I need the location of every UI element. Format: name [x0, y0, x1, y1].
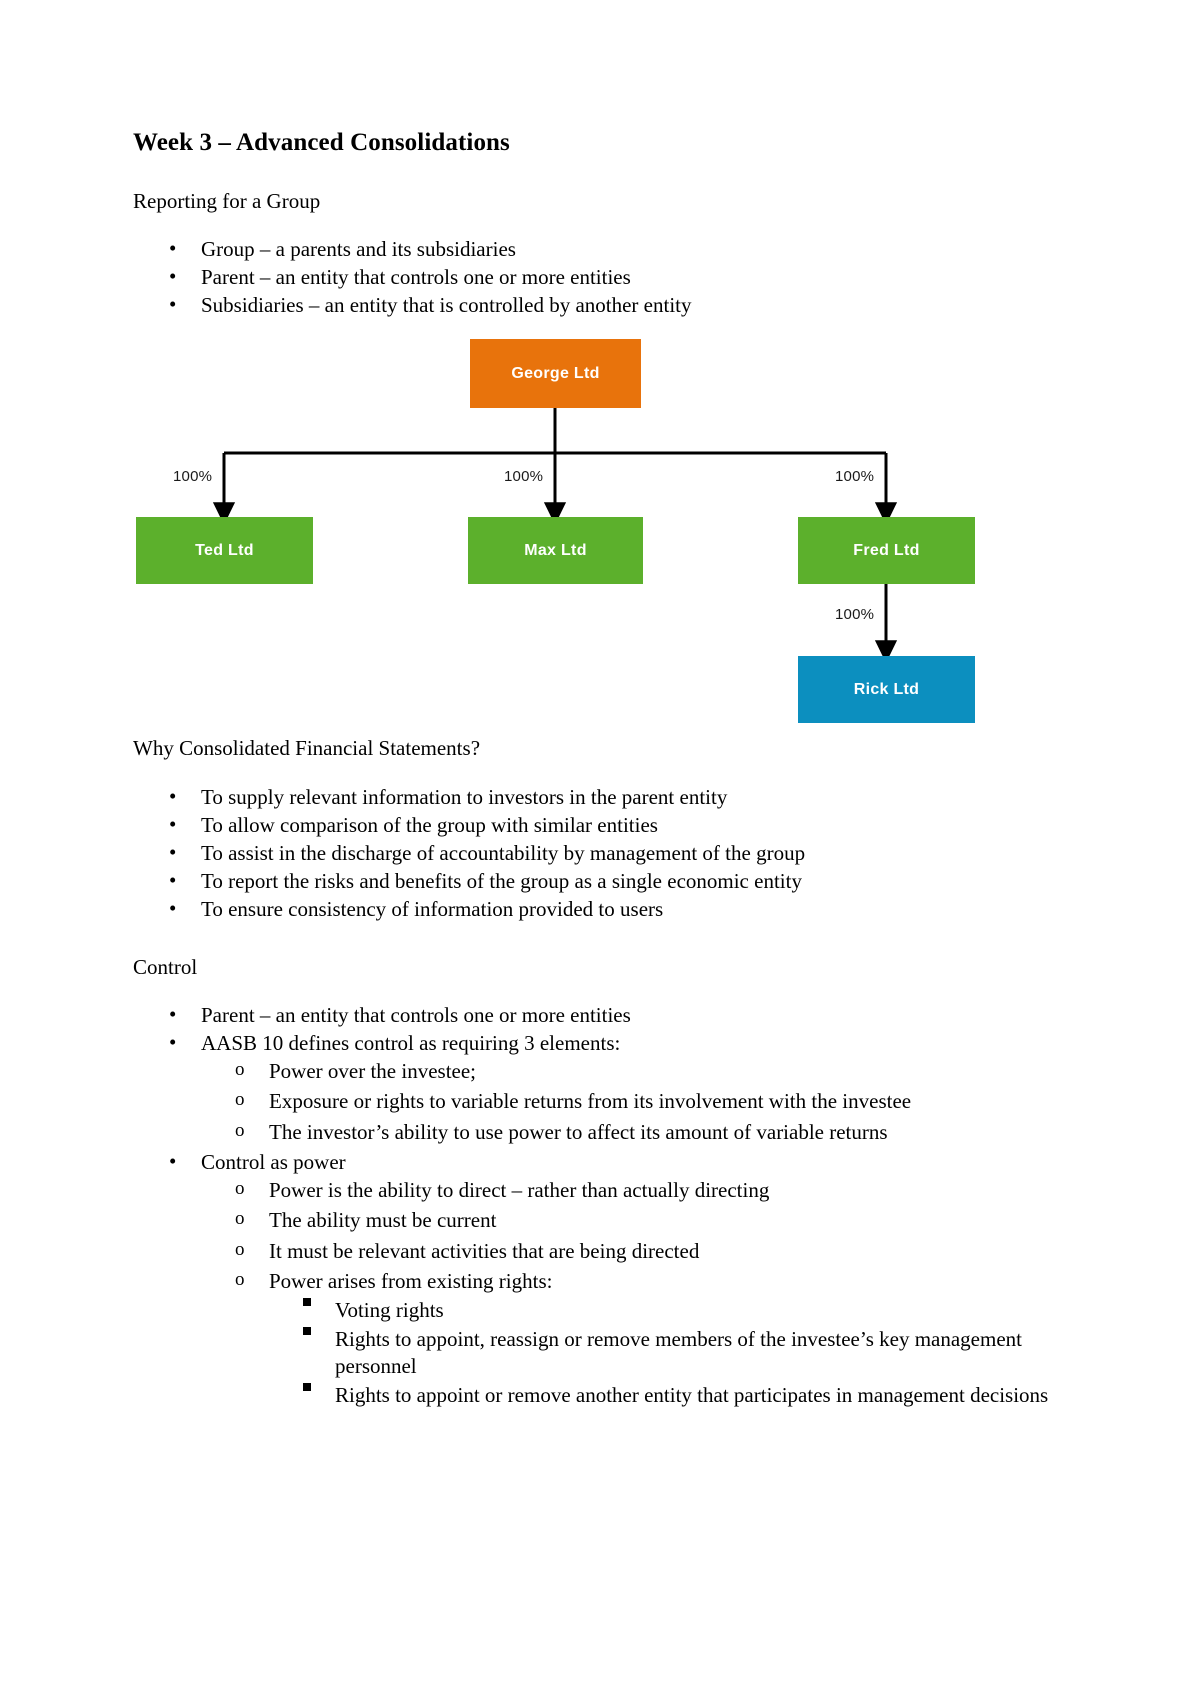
org-node-label: Rick Ltd: [853, 680, 920, 698]
list-item-label: Rights to appoint or remove another enti…: [335, 1382, 1049, 1407]
org-node-label: Fred Ltd: [853, 541, 920, 559]
list-item: • Parent – an entity that controls one o…: [133, 1002, 1073, 1028]
org-node-rick-ltd[interactable]: Rick Ltd: [798, 656, 975, 724]
list-item-label: Subsidiaries – an entity that is control…: [201, 293, 692, 318]
bullet-circle-icon: o: [235, 1177, 245, 1199]
sublist-control-as-power: o Power is the ability to direct – rathe…: [201, 1177, 1073, 1409]
list-item: • Control as power o Power is the abilit…: [133, 1149, 1073, 1409]
list-item-label: Group – a parents and its subsidiaries: [201, 237, 516, 262]
list-item-label: Parent – an entity that controls one or …: [201, 265, 631, 290]
bullet-dot-icon: •: [169, 1002, 177, 1026]
list-reporting-for-a-group: • Group – a parents and its subsidiaries…: [133, 236, 1073, 318]
org-node-george-ltd[interactable]: George Ltd: [470, 339, 641, 409]
org-node-max-ltd[interactable]: Max Ltd: [468, 517, 643, 585]
bullet-dot-icon: •: [169, 895, 177, 920]
edge-label-george-to-fred: 100%: [835, 468, 875, 486]
org-node-fred-ltd[interactable]: Fred Ltd: [798, 517, 975, 585]
bullet-circle-icon: o: [235, 1059, 245, 1081]
list-item: • To report the risks and benefits of th…: [133, 868, 1073, 894]
bullet-dot-icon: •: [169, 783, 177, 808]
bullet-dot-icon: •: [169, 236, 177, 261]
bullet-square-icon: [303, 1327, 311, 1336]
org-node-ted-ltd[interactable]: Ted Ltd: [136, 517, 313, 585]
list-item-label: To assist in the discharge of accountabi…: [201, 840, 806, 865]
list-item: • Parent – an entity that controls one o…: [133, 264, 1073, 290]
list-item: o The ability must be current: [201, 1207, 1073, 1234]
edge-label-george-to-max: 100%: [504, 468, 544, 486]
bullet-square-icon: [303, 1382, 311, 1391]
diagram-connectors: [212, 407, 898, 664]
list-item: Rights to appoint, reassign or remove me…: [269, 1326, 1073, 1380]
list-control: • Parent – an entity that controls one o…: [133, 1002, 1073, 1409]
list-item-label: Parent – an entity that controls one or …: [201, 1003, 631, 1027]
list-item-label: Voting rights: [335, 1298, 444, 1323]
list-item: • To allow comparison of the group with …: [133, 812, 1073, 838]
list-item: o Exposure or rights to variable returns…: [201, 1088, 1073, 1115]
bullet-dot-icon: •: [169, 839, 177, 864]
list-item-label: To ensure consistency of information pro…: [201, 896, 664, 921]
list-item: • AASB 10 defines control as requiring 3…: [133, 1030, 1073, 1146]
org-node-label: George Ltd: [511, 364, 600, 382]
list-why-consolidated: • To supply relevant information to inve…: [133, 784, 1073, 922]
bullet-dot-icon: •: [169, 1030, 177, 1055]
document-body: Week 3 – Advanced Consolidations Reporti…: [133, 128, 1073, 1412]
bullet-dot-icon: •: [169, 264, 177, 289]
bullet-circle-icon: o: [235, 1119, 245, 1141]
bullet-circle-icon: o: [235, 1268, 245, 1290]
bullet-dot-icon: •: [169, 867, 177, 892]
sublist-aasb10-elements: o Power over the investee; o Exposure or…: [201, 1058, 1073, 1146]
list-item: • To assist in the discharge of accounta…: [133, 840, 1073, 866]
section-heading-control: Control: [133, 954, 198, 979]
org-node-label: Max Ltd: [524, 541, 587, 559]
list-item-label: It must be relevant activities that are …: [269, 1238, 700, 1263]
bullet-dot-icon: •: [169, 1148, 177, 1173]
list-item: o It must be relevant activities that ar…: [201, 1238, 1073, 1265]
list-item: o Power is the ability to direct – rathe…: [201, 1177, 1073, 1204]
list-item: • Subsidiaries – an entity that is contr…: [133, 292, 1073, 318]
list-item-label: Power is the ability to direct – rather …: [269, 1177, 770, 1202]
list-item-label: Control as power: [201, 1149, 346, 1174]
list-item: o Power over the investee;: [201, 1058, 1073, 1085]
list-item-label: Power arises from existing rights:: [269, 1268, 553, 1293]
list-item-label: To allow comparison of the group with si…: [201, 812, 658, 837]
list-item-label: To supply relevant information to invest…: [201, 784, 728, 809]
bullet-circle-icon: o: [235, 1238, 245, 1260]
org-node-label: Ted Ltd: [195, 541, 254, 559]
list-item-label: The ability must be current: [269, 1208, 497, 1233]
list-item: Voting rights: [269, 1297, 1073, 1324]
bullet-circle-icon: o: [235, 1208, 245, 1230]
list-item: o Power arises from existing rights: Vot…: [201, 1268, 1073, 1409]
section-heading-why-consolidated-financial-statements: Why Consolidated Financial Statements?: [133, 736, 481, 761]
list-item: Rights to appoint or remove another enti…: [269, 1382, 1073, 1409]
group-structure-diagram: George Ltd Ted Ltd Max Ltd Fred Ltd Rick…: [133, 320, 1073, 735]
sublist-existing-rights: Voting rights Rights to appoint, reassig…: [269, 1297, 1073, 1409]
bullet-dot-icon: •: [169, 292, 177, 317]
list-item: • Group – a parents and its subsidiaries: [133, 236, 1073, 262]
edge-label-fred-to-rick: 100%: [835, 606, 875, 624]
edge-label-george-to-ted: 100%: [173, 468, 213, 486]
list-item: o The investor’s ability to use power to…: [201, 1119, 1073, 1146]
bullet-dot-icon: •: [169, 811, 177, 836]
list-item-label: AASB 10 defines control as requiring 3 e…: [201, 1031, 621, 1056]
bullet-circle-icon: o: [235, 1089, 245, 1111]
section-heading-reporting-for-a-group: Reporting for a Group: [133, 189, 321, 213]
list-item-label: To report the risks and benefits of the …: [201, 868, 802, 893]
list-item-label: Power over the investee;: [269, 1059, 477, 1084]
list-item: • To ensure consistency of information p…: [133, 896, 1073, 922]
list-item-label: Rights to appoint, reassign or remove me…: [335, 1327, 1022, 1378]
bullet-square-icon: [303, 1298, 311, 1307]
list-item-label: The investor’s ability to use power to a…: [269, 1119, 888, 1144]
list-item: • To supply relevant information to inve…: [133, 784, 1073, 810]
page-title: Week 3 – Advanced Consolidations: [133, 129, 510, 156]
list-item-label: Exposure or rights to variable returns f…: [269, 1089, 912, 1114]
